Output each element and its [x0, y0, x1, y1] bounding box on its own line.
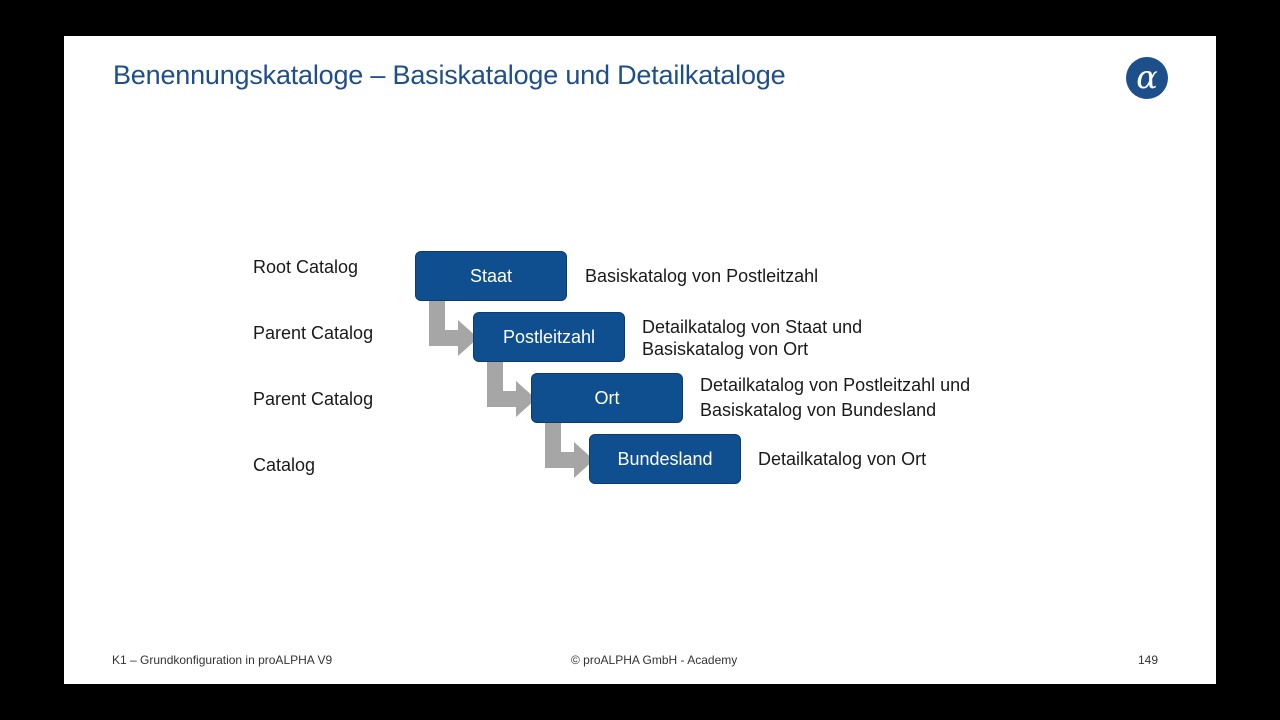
- catalog-description-staat: Basiskatalog von Postleitzahl: [585, 265, 818, 287]
- catalog-description-bundesland: Detailkatalog von Ort: [758, 448, 926, 470]
- level-label-catalog: Catalog: [253, 455, 316, 475]
- alpha-icon: α: [1136, 58, 1158, 96]
- catalog-box-ort: Ort: [531, 373, 683, 423]
- footer-copyright: © proALPHA GmbH - Academy: [571, 653, 738, 667]
- description-line: Basiskatalog von Bundesland: [700, 400, 937, 420]
- description-line: Basiskatalog von Postleitzahl: [585, 266, 819, 286]
- description-line: Detailkatalog von Postleitzahl und: [700, 375, 971, 395]
- page-number: 149: [1138, 653, 1159, 667]
- elbow-arrow-icon: [487, 361, 536, 417]
- description-line: Detailkatalog von Staat und: [642, 317, 863, 337]
- catalog-box-bundesland: Bundesland: [589, 434, 741, 484]
- elbow-arrow-icon: [545, 422, 594, 478]
- footer-course-title: K1 – Grundkonfiguration in proALPHA V9: [112, 653, 333, 667]
- level-label-parent-1: Parent Catalog: [253, 323, 374, 343]
- elbow-arrow-icon: [429, 300, 478, 356]
- catalog-description-postleitzahl: Detailkatalog von Staat und Basiskatalog…: [642, 316, 862, 360]
- slide: Benennungskataloge – Basiskataloge und D…: [64, 36, 1216, 684]
- level-label-root: Root Catalog: [253, 257, 359, 277]
- catalog-box-postleitzahl: Postleitzahl: [473, 312, 625, 362]
- catalog-description-ort: Detailkatalog von Postleitzahl und Basis…: [700, 374, 970, 421]
- level-label-parent-2: Parent Catalog: [253, 389, 374, 409]
- description-line: Basiskatalog von Ort: [642, 339, 809, 359]
- proalpha-logo: α: [1126, 57, 1168, 99]
- slide-title: Benennungskataloge – Basiskataloge und D…: [113, 60, 786, 90]
- description-line: Detailkatalog von Ort: [758, 449, 927, 469]
- catalog-box-staat: Staat: [415, 251, 567, 301]
